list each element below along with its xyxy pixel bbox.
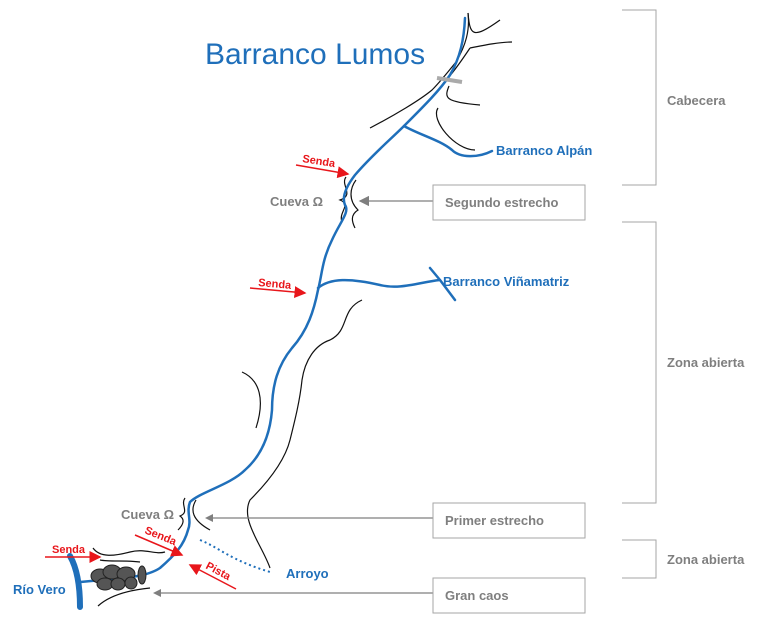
diagram-title: Barranco Lumos — [205, 38, 425, 71]
section-cabecera: Cabecera — [667, 93, 726, 108]
label-barranco-alpan: Barranco Alpán — [496, 143, 592, 158]
path-senda-3: Senda — [45, 544, 102, 563]
path-senda-1: Senda — [295, 153, 350, 179]
box-gran-caos — [432, 577, 586, 614]
label-segundo-estrecho: Segundo estrecho — [445, 195, 558, 210]
path-pista: Pista — [188, 560, 237, 590]
label-arroyo: Arroyo — [286, 566, 329, 581]
label-rio-vero: Río Vero — [13, 582, 66, 597]
label-gran-caos: Gran caos — [445, 588, 509, 603]
svg-text:Senda: Senda — [302, 153, 337, 170]
rio-vero — [67, 553, 83, 610]
barranco-alpan-branch — [402, 124, 494, 158]
label-cueva-upper: Cueva Ω — [270, 194, 323, 209]
section-zona-abierta-2: Zona abierta — [667, 552, 745, 567]
bracket-cabecera — [622, 9, 657, 186]
svg-text:Senda: Senda — [143, 525, 179, 549]
svg-text:Senda: Senda — [52, 544, 86, 556]
barranco-vinamatriz-branch — [316, 266, 457, 302]
label-primer-estrecho: Primer estrecho — [445, 513, 544, 528]
bracket-zona-abierta-2 — [622, 539, 657, 579]
arroyo-dotted — [199, 539, 271, 573]
box-segundo-estrecho — [432, 184, 586, 221]
label-cueva-lower: Cueva Ω — [121, 507, 174, 522]
canyon-banks — [92, 12, 513, 607]
bracket-zona-abierta-1 — [622, 221, 657, 504]
main-river — [78, 16, 467, 584]
path-senda-2: Senda — [249, 277, 307, 299]
label-barranco-vinamatriz: Barranco Viñamatriz — [443, 274, 570, 289]
svg-text:Senda: Senda — [258, 277, 293, 292]
box-primer-estrecho — [432, 502, 586, 539]
section-zona-abierta-1: Zona abierta — [667, 355, 745, 370]
barrier-mark — [436, 76, 463, 84]
gran-caos-rocks — [90, 564, 147, 591]
